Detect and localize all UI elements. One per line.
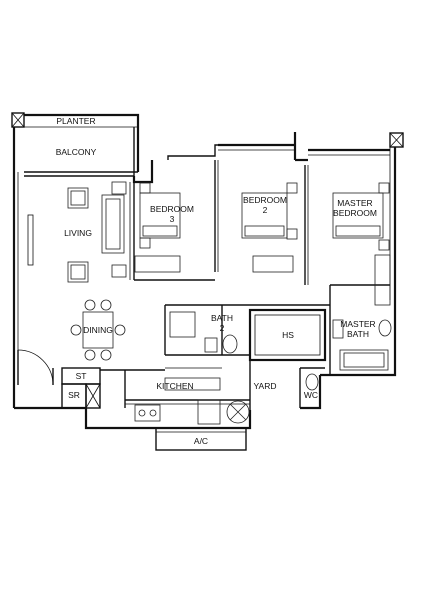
label-hs: HS	[282, 330, 294, 340]
label-bedroom3-line2: 3	[170, 214, 175, 224]
label-master-bedroom-line1: MASTER	[337, 198, 372, 208]
room-labels: PLANTER BALCONY LIVING BEDROOM 3 BEDROOM…	[56, 116, 377, 446]
label-sr: SR	[68, 390, 80, 400]
exterior-walls	[11, 112, 404, 451]
label-planter: PLANTER	[56, 116, 95, 126]
label-bath2-line2: 2	[220, 323, 225, 333]
label-bedroom3-line1: BEDROOM	[150, 204, 194, 214]
furniture	[67, 181, 392, 425]
label-st: ST	[76, 371, 87, 381]
label-living: LIVING	[64, 228, 92, 238]
label-wc: WC	[304, 390, 318, 400]
label-master-bedroom-line2: BEDROOM	[333, 208, 377, 218]
label-bedroom2-line1: BEDROOM	[243, 195, 287, 205]
label-master-bath-line2: BATH	[347, 329, 369, 339]
label-master-bath-line1: MASTER	[340, 319, 375, 329]
label-dining: DINING	[83, 325, 113, 335]
label-kitchen: KITCHEN	[156, 381, 193, 391]
label-balcony: BALCONY	[56, 147, 97, 157]
label-bath2-line1: BATH	[211, 313, 233, 323]
interior-walls	[17, 160, 390, 410]
label-bedroom2-line2: 2	[263, 205, 268, 215]
label-ac: A/C	[194, 436, 208, 446]
label-yard: YARD	[254, 381, 277, 391]
